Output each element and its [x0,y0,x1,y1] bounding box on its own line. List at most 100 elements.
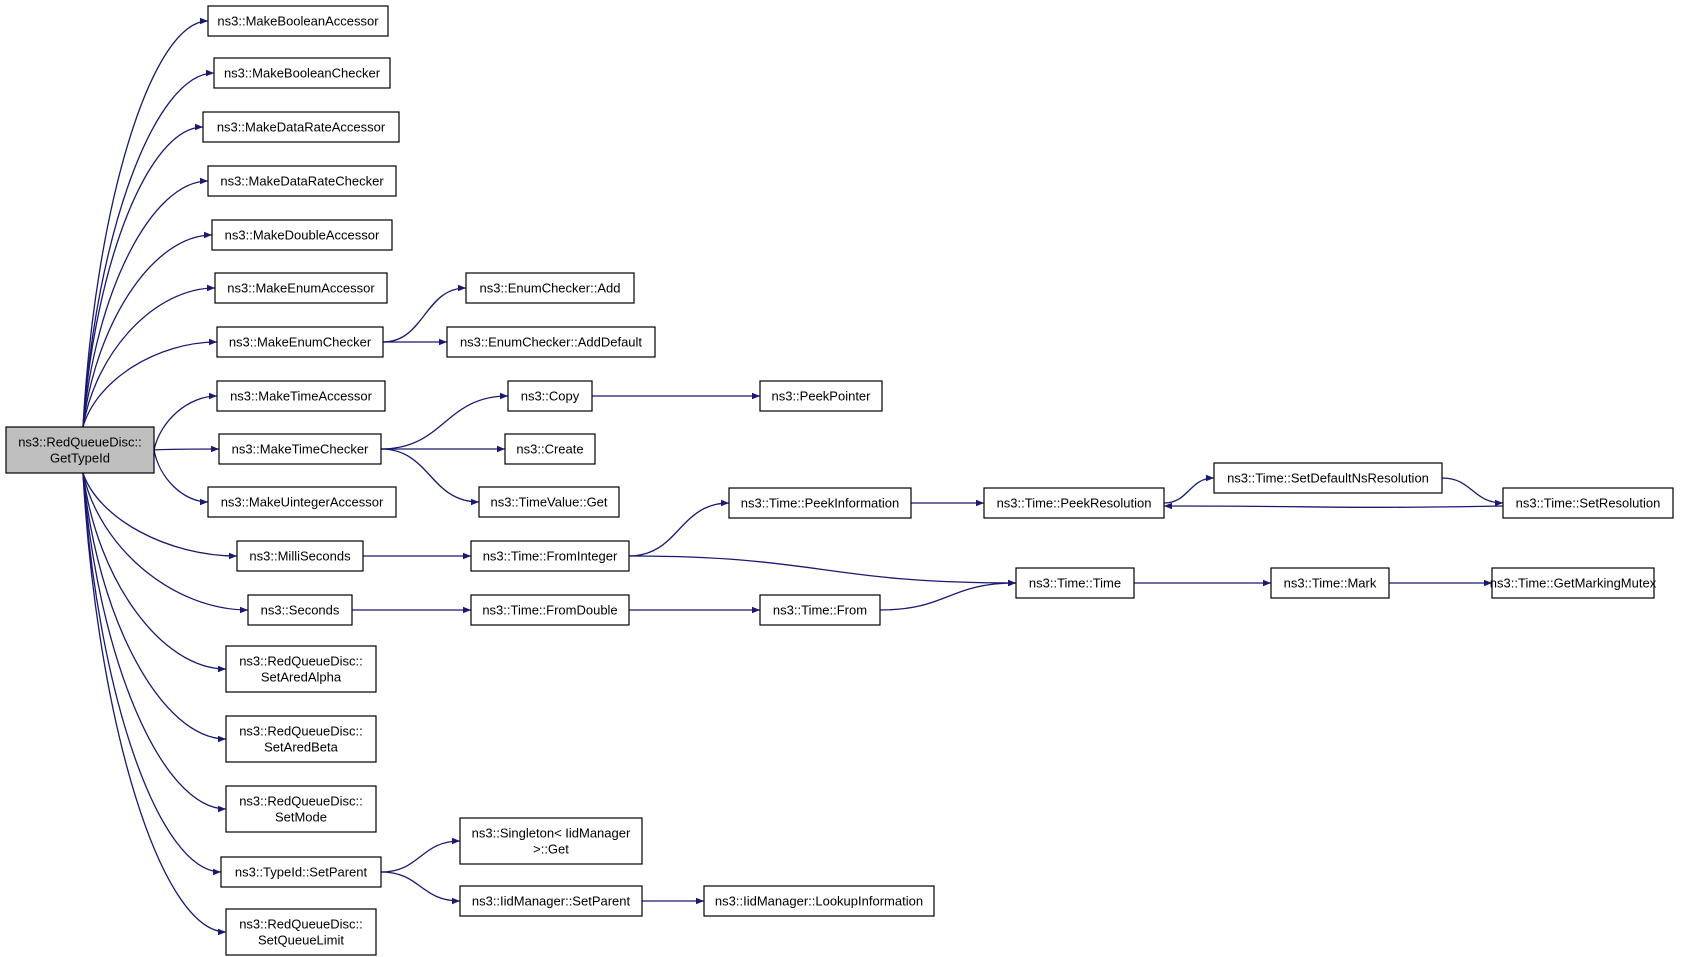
node-ns3-enumchecker-adddefault[interactable]: ns3::EnumChecker::AddDefault [446,326,656,358]
node-label: ns3::MakeTimeChecker [232,442,369,457]
node-label: ns3::Seconds [261,603,340,618]
node-ns3-time-peekresolution[interactable]: ns3::Time::PeekResolution [983,487,1165,519]
node-box [1213,462,1443,494]
edge-n16-to-s1 [380,837,461,873]
edge-root-to-n6 [82,284,216,428]
node-ns3-enumchecker-add[interactable]: ns3::EnumChecker::Add [465,272,635,304]
node-box [703,885,935,917]
edge-root-to-n13 [82,472,227,673]
node-label: ns3::Time::GetMarkingMutex [1490,576,1657,591]
node-ns3-timevalue-get[interactable]: ns3::TimeValue::Get [478,486,620,518]
node-ns3-copy[interactable]: ns3::Copy [507,380,593,412]
edge-root-to-n11 [82,472,238,560]
node-ns3-time-setdefaultnsresolution[interactable]: ns3::Time::SetDefaultNsResolution [1213,462,1443,494]
node-ns3-redqueuedisc-gettypeid[interactable]: ns3::RedQueueDisc::GetTypeId [5,426,155,474]
node-ns3-time-getmarkingmutex[interactable]: ns3::Time::GetMarkingMutex [1490,567,1657,599]
node-label: ns3::MakeDataRateChecker [220,174,384,189]
node-ns3-redqueuedisc-setaredbeta[interactable]: ns3::RedQueueDisc::SetAredBeta [225,715,377,763]
node-label: ns3::EnumChecker::AddDefault [460,335,642,350]
node-label: ns3::Singleton< IidManager [472,826,631,841]
node-label: ns3::MilliSeconds [249,549,351,564]
node-label: ns3::TimeValue::Get [490,495,607,510]
node-box [470,594,630,626]
edge-t1-to-t6 [628,555,1017,587]
edge-n7-to-e1 [382,284,467,343]
node-box [207,486,397,518]
node-label: ns3::MakeBooleanAccessor [217,14,379,29]
node-label: GetTypeId [50,451,110,466]
node-label: ns3::PeekPointer [771,389,871,404]
node-label: ns3::Copy [521,389,580,404]
node-label: ns3::MakeEnumAccessor [227,281,375,296]
edge-root-to-n7 [82,338,218,428]
edge-n9-to-c3 [380,448,480,506]
edge-root-to-n1 [82,17,209,428]
node-label: ns3::MakeEnumChecker [229,335,372,350]
node-label: ns3::Time::SetDefaultNsResolution [1227,471,1429,486]
node-label: ns3::RedQueueDisc:: [18,435,142,450]
node-ns3-redqueuedisc-setqueuelimit[interactable]: ns3::RedQueueDisc::SetQueueLimit [225,908,377,956]
node-ns3-typeid-setparent[interactable]: ns3::TypeId::SetParent [220,856,382,888]
node-ns3-redqueuedisc-setmode[interactable]: ns3::RedQueueDisc::SetMode [225,785,377,833]
node-label: ns3::Create [516,442,583,457]
node-ns3-time-time[interactable]: ns3::Time::Time [1015,567,1135,599]
node-label: ns3::Time::PeekResolution [997,496,1152,511]
node-ns3-makeenumchecker[interactable]: ns3::MakeEnumChecker [216,326,384,358]
node-label: SetQueueLimit [258,933,344,948]
edge-t5-to-t7 [1163,474,1215,504]
node-ns3-iidmanager-setparent[interactable]: ns3::IidManager::SetParent [459,885,643,917]
node-label: ns3::Time::FromInteger [483,549,618,564]
node-ns3-makebooleanchecker[interactable]: ns3::MakeBooleanChecker [213,57,391,89]
node-ns3-peekpointer[interactable]: ns3::PeekPointer [759,380,883,412]
node-ns3-create[interactable]: ns3::Create [504,433,596,465]
node-ns3-seconds[interactable]: ns3::Seconds [247,594,353,626]
node-ns3-makeenumaccessor[interactable]: ns3::MakeEnumAccessor [214,272,388,304]
edge-n16-to-s2 [380,871,461,905]
node-box [5,426,155,474]
node-label: ns3::Time::FromDouble [482,603,617,618]
node-ns3-singleton-iidmanager-get[interactable]: ns3::Singleton< IidManager>::Get [459,817,643,865]
node-ns3-makedatarateaccessor[interactable]: ns3::MakeDataRateAccessor [202,111,400,143]
node-label: ns3::Time::SetResolution [1516,496,1661,511]
node-ns3-makeuintegeraccessor[interactable]: ns3::MakeUintegerAccessor [207,486,397,518]
node-ns3-maketimeaccessor[interactable]: ns3::MakeTimeAccessor [216,380,386,412]
node-box [216,380,386,412]
node-box [225,645,377,693]
node-box [202,111,400,143]
edge-root-to-n14 [82,472,227,743]
edge-t1-to-t3 [628,499,730,557]
edge-root-to-n10 [153,449,209,506]
node-box [1491,567,1655,599]
node-label: ns3::Time::PeekInformation [741,496,899,511]
node-box [507,380,593,412]
node-box [759,594,881,626]
node-label: ns3::MakeDataRateAccessor [217,120,386,135]
node-box [459,885,643,917]
node-box [213,57,391,89]
node-ns3-time-from[interactable]: ns3::Time::From [759,594,881,626]
node-ns3-makedataratechecker[interactable]: ns3::MakeDataRateChecker [207,165,397,197]
node-label: ns3::MakeDoubleAccessor [225,228,380,243]
node-ns3-iidmanager-lookupinformation[interactable]: ns3::IidManager::LookupInformation [703,885,935,917]
edge-root-to-n4 [82,177,209,428]
node-label: ns3::MakeBooleanChecker [224,66,381,81]
node-ns3-milliseconds[interactable]: ns3::MilliSeconds [236,540,364,572]
edge-root-to-n8 [153,392,218,451]
node-box [220,856,382,888]
node-label: ns3::MakeTimeAccessor [230,389,373,404]
node-box [207,165,397,197]
node-ns3-redqueuedisc-setaredalpha[interactable]: ns3::RedQueueDisc::SetAredAlpha [225,645,377,693]
node-ns3-time-fromdouble[interactable]: ns3::Time::FromDouble [470,594,630,626]
node-label: ns3::RedQueueDisc:: [239,917,363,932]
edges-layer [82,17,1504,936]
node-ns3-makedoubleaccessor[interactable]: ns3::MakeDoubleAccessor [211,219,393,251]
node-ns3-time-setresolution[interactable]: ns3::Time::SetResolution [1502,487,1674,519]
node-ns3-makebooleanaccessor[interactable]: ns3::MakeBooleanAccessor [207,5,389,37]
node-ns3-time-frominteger[interactable]: ns3::Time::FromInteger [470,540,630,572]
node-box [225,908,377,956]
node-ns3-maketimechecker[interactable]: ns3::MakeTimeChecker [218,433,382,465]
node-ns3-time-peekinformation[interactable]: ns3::Time::PeekInformation [728,487,912,519]
node-ns3-time-mark[interactable]: ns3::Time::Mark [1270,567,1390,599]
node-box [1270,567,1390,599]
